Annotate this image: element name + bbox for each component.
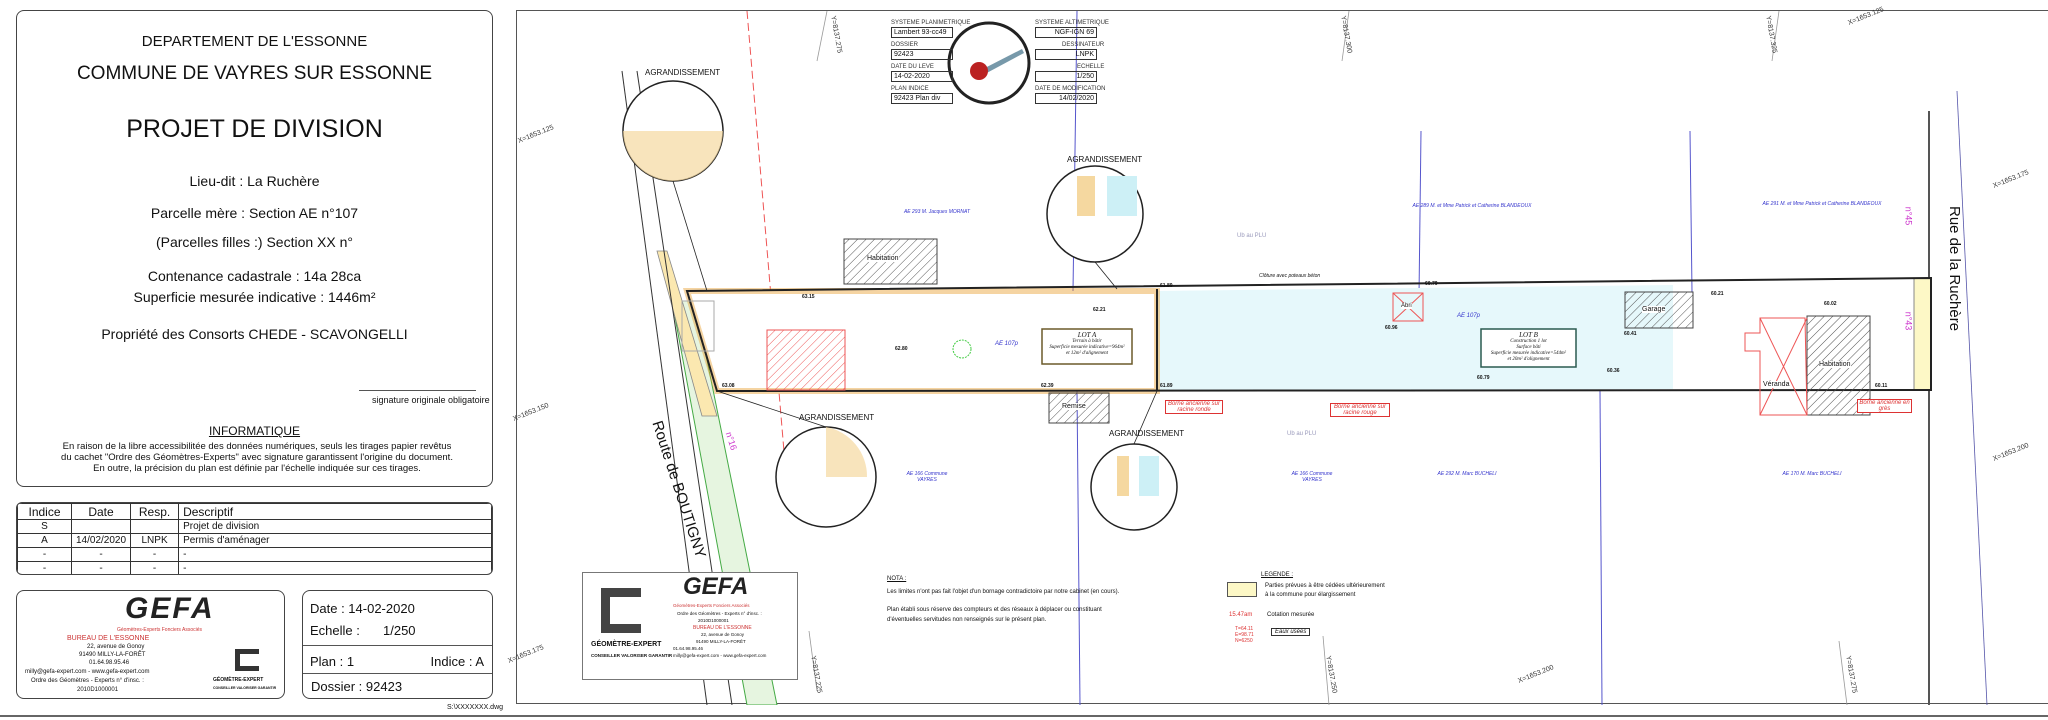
habitation-label: Habitation: [867, 255, 899, 262]
table-row: ----: [17, 561, 492, 574]
parcel-boundary: [685, 276, 1932, 393]
legend-swatch: [1227, 582, 1257, 597]
north-arrow-icon: [947, 21, 1031, 105]
habitation-label: Habitation: [1819, 361, 1851, 368]
ge-badge-sub: CONSEILLER VALORISER GARANTIR: [591, 653, 673, 658]
date-modif-value: 14/02/2020: [1035, 93, 1097, 104]
company-tagline: Géomètres-Experts Fonciers Associés: [117, 627, 203, 633]
phone: 01.64.98.95.46: [89, 660, 130, 666]
parcel-ref: AE 107p: [1457, 313, 1481, 319]
ge-badge: GÉOMÈTRE-EXPERT: [591, 641, 662, 648]
parcelle-mere: Parcelle mère : Section AE n°107: [150, 205, 359, 221]
sys-alt-value: NGF-IGN 69: [1035, 27, 1097, 38]
contact: milly@gefa-expert.com - www.gefa-expert.…: [25, 669, 150, 675]
gefa-logo: GEFA: [125, 592, 215, 625]
neighbour-label: AE 289 M. et Mme Patrick et Catherine BL…: [1412, 203, 1532, 209]
neighbour-label: AE 166 Commune VAYRES: [1291, 471, 1333, 483]
col-indice: Indice: [17, 503, 72, 520]
proprietaire: Propriété des Consorts CHEDE - SCAVONGEL…: [101, 326, 408, 342]
signature-label: signature originale obligatoire: [372, 395, 490, 405]
street-number: n°45: [1903, 206, 1914, 226]
parcel-ref: AE 107p: [995, 341, 1019, 347]
title-block: DEPARTEMENT DE L'ESSONNE COMMUNE DE VAYR…: [16, 10, 493, 487]
borne-note: Borne ancienne sur racine ronde: [1165, 400, 1223, 414]
company-box: GEFA Géomètres-Experts Fonciers Associés…: [16, 590, 285, 699]
info-title: INFORMATIQUE: [208, 424, 301, 438]
building-to-demolish: [766, 329, 846, 391]
remise-label: Remise: [1062, 403, 1086, 410]
gefa-logo: GEFA: [683, 573, 749, 600]
veranda: [1744, 317, 1808, 416]
tree-icon: [952, 339, 972, 359]
address2: 91490 MILLY-LA-FORÊT: [79, 652, 146, 658]
ge-emblem-icon: [601, 588, 641, 633]
address1: 22, avenue de Gonoy: [87, 644, 145, 650]
borne-note: Borne ancienne en grès: [1857, 399, 1912, 413]
parcelles-filles: (Parcelles filles :) Section XX n°: [155, 234, 353, 250]
info-text: En raison de la libre accessibilitée des…: [61, 441, 453, 474]
sheet-echelle-label: Echelle :: [310, 623, 360, 638]
ge-badge: GÉOMÈTRE-EXPERT: [213, 677, 264, 683]
sheet-dossier: Dossier : 92423: [311, 679, 403, 694]
dossier-value: 92423: [891, 49, 953, 60]
zone-label: Ub au PLU: [1237, 233, 1267, 239]
road-rue-de-la-ruchere: Rue de la Ruchère: [1946, 206, 1963, 332]
plan-company-box: GÉOMÈTRE-EXPERT CONSEILLER VALORISER GAR…: [582, 572, 798, 680]
fence-label: Clôture avec poteaux béton: [1259, 273, 1321, 279]
col-descriptif: Descriptif: [178, 503, 492, 520]
sheet-indice: Indice : A: [430, 654, 484, 669]
neighbour-label: AE 291 M. et Mme Patrick et Catherine BL…: [1762, 201, 1882, 207]
enlargement-label: AGRANDISSEMENT: [1109, 429, 1185, 438]
ordre: Ordre des Géomètres - Experts n° d'insc.…: [31, 678, 144, 684]
abri-label: Abri: [1401, 303, 1412, 309]
sheet-plan: Plan : 1: [310, 654, 355, 669]
bottom-border: [0, 715, 2048, 717]
sheet-info-box: Date : 14-02-2020 Echelle : 1/250 Plan :…: [302, 590, 493, 699]
ge-emblem-icon: [235, 649, 259, 671]
enlargement-label: AGRANDISSEMENT: [645, 68, 721, 77]
ge-badge-sub: CONSEILLER VALORISER GARANTIR: [213, 686, 277, 690]
neighbour-label: AE 166 Commune VAYRES: [906, 471, 948, 483]
garage-label: Garage: [1642, 306, 1666, 313]
sheet-date: Date : 14-02-2020: [310, 601, 415, 616]
plan-drawing: [621, 11, 1988, 705]
lieu-dit: Lieu-dit : La Ruchère: [189, 173, 320, 189]
insc: 2010D1000001: [77, 687, 119, 693]
date-leve-value: 14-02-2020: [891, 71, 953, 82]
zone-label: Ub au PLU: [1287, 431, 1317, 437]
department: DEPARTEMENT DE L'ESSONNE: [141, 33, 368, 50]
project-title: PROJET DE DIVISION: [126, 115, 383, 143]
enlargement-label: AGRANDISSEMENT: [799, 413, 875, 422]
signature-line: [359, 390, 476, 391]
veranda-label: Véranda: [1763, 381, 1790, 388]
abri: [1392, 292, 1424, 322]
bureau: BUREAU DE L'ESSONNE: [67, 635, 150, 642]
neighbour-label: AE 293 M. Jacques MORNAT: [903, 209, 971, 215]
street-number: n°43: [1903, 311, 1914, 331]
sheet-echelle: 1/250: [383, 623, 416, 638]
sys-plan-value: Lambert 93-cc49: [891, 27, 953, 38]
superficie: Superficie mesurée indicative : 1446m²: [133, 289, 376, 305]
echelle-value: 1/250: [1035, 71, 1097, 82]
col-resp: Resp.: [130, 503, 180, 520]
enlargement-label: AGRANDISSEMENT: [1067, 155, 1143, 164]
neighbour-label: AE 292 M. Marc BUCHELI: [1437, 471, 1497, 477]
table-row: ----: [17, 547, 492, 562]
contenance: Contenance cadastrale : 14a 28ca: [147, 268, 362, 284]
file-path: S:\XXXXXXX.dwg: [447, 704, 504, 711]
col-date: Date: [70, 503, 132, 520]
grid-ticks: [808, 11, 1848, 705]
neighbour-label: AE 170 M. Marc BUCHELI: [1782, 471, 1842, 477]
cadastral-plan[interactable]: SYSTEME PLANIMETRIQUE Lambert 93-cc49 SY…: [507, 6, 2048, 705]
plan-indice-value: 92423 Plan div: [891, 93, 953, 104]
commune: COMMUNE DE VAYRES SUR ESSONNE: [76, 63, 433, 84]
dessinateur-value: LNPK: [1035, 49, 1097, 60]
borne-note: Borne ancienne sur racine rouge: [1330, 403, 1390, 417]
